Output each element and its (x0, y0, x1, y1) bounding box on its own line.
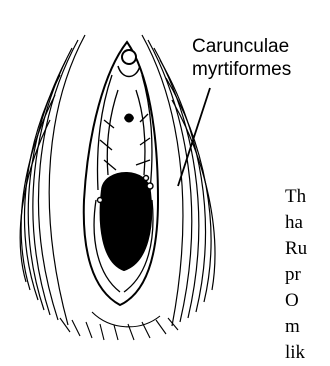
body-text-fragment: Th ha Ru pr O m lik (285, 184, 330, 366)
text-line: O (285, 288, 330, 314)
text-line: m (285, 314, 330, 340)
text-line: ha (285, 210, 330, 236)
bottom-hatching (60, 312, 178, 340)
figure-label-line-2: myrtiformes (192, 58, 291, 81)
outer-hatching-left (20, 35, 85, 325)
text-line: Th (285, 184, 330, 210)
text-line: Ru (285, 236, 330, 262)
figure-label: Carunculae myrtiformes (192, 35, 291, 81)
figure-label-line-1: Carunculae (192, 35, 291, 58)
page: Carunculae myrtiformes Th ha Ru pr O m l… (0, 0, 330, 345)
text-line: pr (285, 262, 330, 288)
text-line: lik (285, 340, 330, 366)
